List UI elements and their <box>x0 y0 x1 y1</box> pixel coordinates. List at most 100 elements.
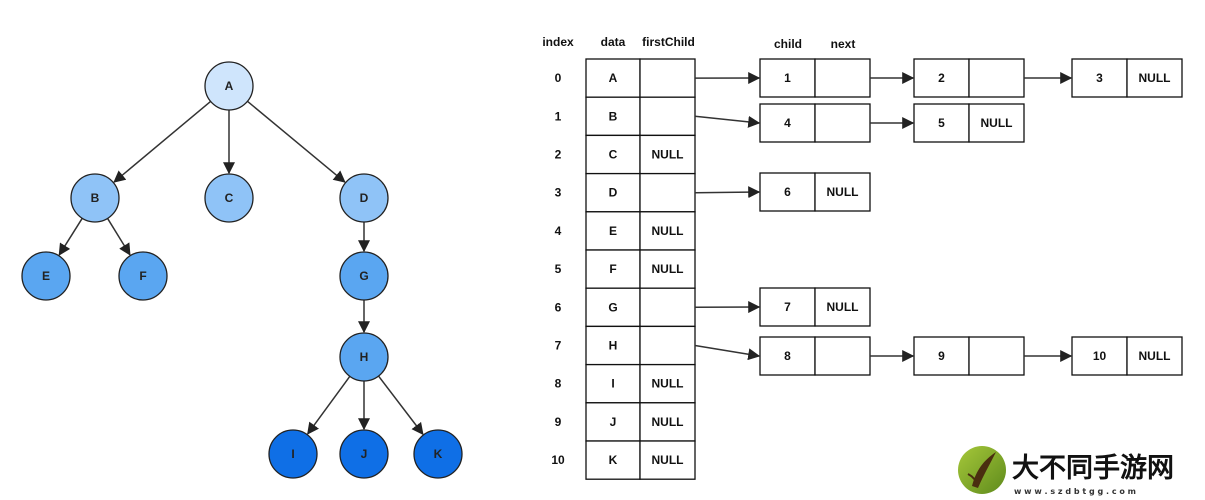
tree-node-i: I <box>268 429 318 479</box>
first-child-cell <box>639 58 696 98</box>
row-index: 3 <box>555 186 562 200</box>
tree-edge-a-d <box>246 100 346 183</box>
row-index: 1 <box>555 109 562 123</box>
data-cell <box>585 58 641 98</box>
next-cell <box>814 336 871 376</box>
tree-node-label: I <box>291 447 294 461</box>
first-child-cell <box>639 287 696 328</box>
child-cell <box>913 336 970 376</box>
first-child-cell <box>639 96 696 137</box>
first-child-pointer <box>694 115 761 128</box>
child-cell-value: 10 <box>1093 349 1107 363</box>
tree-node-h: H <box>339 332 389 382</box>
child-cell <box>913 58 970 98</box>
first-child-pointer <box>694 186 761 199</box>
tree-node-label: C <box>225 191 234 205</box>
table-row: 9 J NULL <box>555 402 696 442</box>
next-cell <box>968 103 1025 143</box>
watermark: 大不同手游网 w w w . s z d b t g g . c o m <box>955 442 1203 498</box>
first-child-value: NULL <box>652 453 684 467</box>
child-cell-value: 6 <box>784 185 791 199</box>
first-child-value: NULL <box>652 224 684 238</box>
child-list-node: 2 <box>913 58 1025 98</box>
child-cell-value: 2 <box>938 71 945 85</box>
row-index: 7 <box>555 339 562 353</box>
data-cell <box>585 287 641 328</box>
data-cell-value: H <box>609 339 618 353</box>
first-child-cell <box>639 211 696 251</box>
first-child-value: NULL <box>652 377 684 391</box>
tree-node-label: D <box>360 191 369 205</box>
row-index: 9 <box>555 415 562 429</box>
tree-node-label: B <box>91 191 100 205</box>
tree-edge-b-f <box>106 218 131 256</box>
tree-node-circle <box>339 251 389 301</box>
first-child-cell <box>639 402 696 442</box>
child-cell <box>913 103 970 143</box>
tree-node-d: D <box>339 173 389 223</box>
tree-node-c: C <box>204 173 254 223</box>
data-cell <box>585 440 641 480</box>
row-index: 8 <box>555 377 562 391</box>
tree-node-label: H <box>360 350 369 364</box>
data-cell <box>585 96 641 137</box>
child-list-node: 4 <box>759 103 871 143</box>
child-list-row-7: 8 9 10 NULL <box>694 336 1183 376</box>
child-cell-value: 5 <box>938 116 945 130</box>
first-child-cell <box>639 363 696 404</box>
next-cell <box>1126 336 1183 376</box>
tree-node-a: A <box>204 61 254 111</box>
child-list-node: 10 NULL <box>1071 336 1183 376</box>
child-cell-value: 7 <box>784 300 791 314</box>
watermark-url: w w w . s z d b t g g . c o m <box>1014 487 1136 496</box>
tree-node-f: F <box>118 251 168 301</box>
data-cell-value: C <box>609 148 618 162</box>
first-child-pointer <box>694 344 761 361</box>
child-cell-value: 9 <box>938 349 945 363</box>
first-child-cell <box>639 172 696 213</box>
first-child-value: NULL <box>652 262 684 276</box>
first-child-cell <box>639 440 696 480</box>
child-cell-value: 4 <box>784 116 791 130</box>
data-cell-value: E <box>609 224 617 238</box>
next-cell <box>814 103 871 143</box>
child-cell-value: 3 <box>1096 71 1103 85</box>
tree-edges <box>58 100 424 436</box>
tree-node-e: E <box>21 251 71 301</box>
next-cell <box>814 58 871 98</box>
tree-node-label: J <box>361 447 368 461</box>
next-cell-value: NULL <box>1139 349 1171 363</box>
child-cell-value: 8 <box>784 349 791 363</box>
tree-node-circle <box>118 251 168 301</box>
tree-node-circle <box>204 173 254 223</box>
child-list-node: 1 <box>759 58 871 98</box>
row-index: 5 <box>555 262 562 276</box>
header-data: data <box>601 35 626 49</box>
watermark-logo-icon <box>958 446 1006 494</box>
first-child-cell <box>639 249 696 289</box>
header-next: next <box>831 37 856 51</box>
next-cell <box>814 287 871 327</box>
next-cell-value: NULL <box>1139 71 1171 85</box>
first-child-value: NULL <box>652 415 684 429</box>
data-cell-value: K <box>609 453 618 467</box>
header-index: index <box>542 35 574 49</box>
data-cell-value: J <box>610 415 617 429</box>
tree-node-k: K <box>413 429 463 479</box>
data-cell <box>585 134 641 175</box>
